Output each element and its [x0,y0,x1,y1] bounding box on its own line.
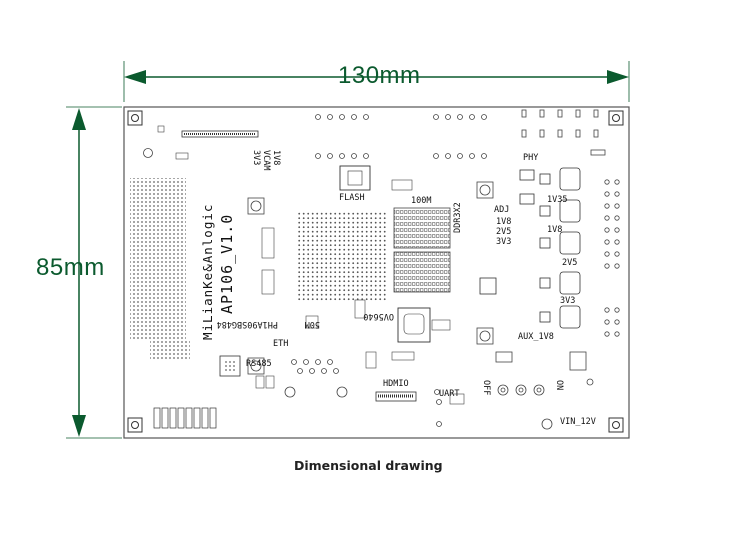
v3v3b-label: 3V3 [560,296,575,306]
ddr-label: DDR3X2 [453,202,463,233]
v3v3a-label: 3V3 [496,237,511,247]
v1v8b-label: 1V8 [547,225,562,235]
v2v5a-label: 2V5 [496,227,511,237]
mbps-label: 100M [411,196,431,206]
height-dimension-label: 85mm [36,254,105,281]
v1v8a-label: 1V8 [496,217,511,227]
ov-label: OV5640 [363,311,394,321]
flash-label: FLASH [339,193,365,203]
vin-label: VIN_12V [560,417,596,427]
phy-label: PHY [523,153,538,163]
height-dimension-line [66,106,122,439]
v2v5b-label: 2V5 [562,258,577,268]
board-silkscreen: MiLianKe&Anlogic AP106_V1.0 PH1A90SBG484… [200,150,596,427]
hdmio-label: HDMIO [383,379,409,389]
pcb-board: MiLianKe&Anlogic AP106_V1.0 PH1A90SBG484… [123,106,630,439]
width-dimension-line [123,61,630,102]
off-label: OFF [481,380,491,395]
caption: Dimensional drawing [294,458,443,473]
uart-label: UART [439,389,459,399]
board-model: AP106_V1.0 [218,214,236,314]
vcam-label: VCAM [261,150,271,170]
board-brand: MiLianKe&Anlogic [200,204,215,340]
v1v8c-label: 1V8 [271,150,281,165]
clk-label: 50M [305,319,320,329]
adj-label: ADJ [494,205,509,215]
chip-label: PH1A90SBG484 [217,319,278,329]
eth-label: ETH [273,339,288,349]
v3v3c-label: 3V3 [251,150,261,165]
v1v35-label: 1V35 [547,195,567,205]
on-label: ON [554,380,564,390]
aux-label: AUX_1V8 [518,332,554,342]
rs485-label: RS485 [246,359,272,369]
width-dimension-label: 130mm [338,62,421,89]
